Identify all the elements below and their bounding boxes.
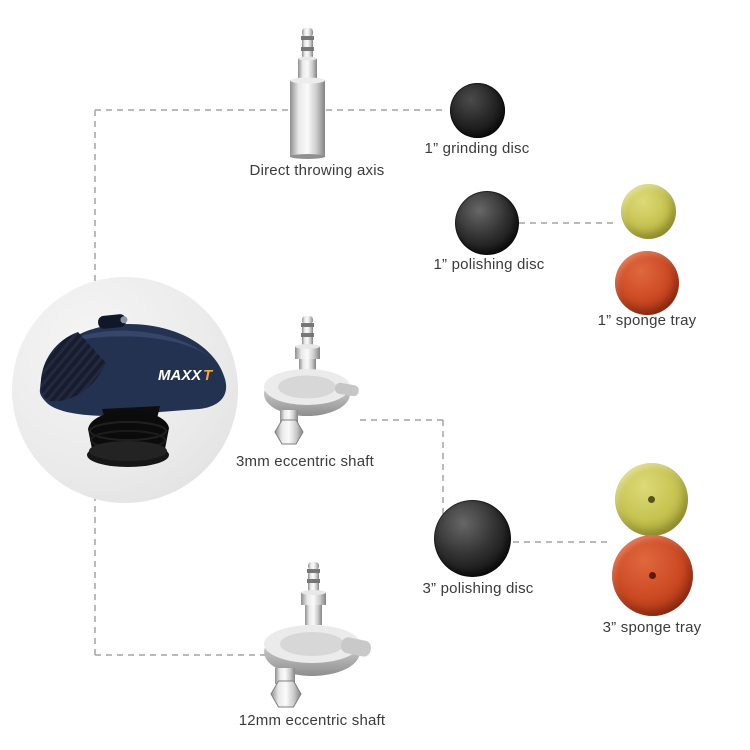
direct-throwing-axis-image [277, 25, 337, 160]
label-polishing-disc-3in: 3” polishing disc [422, 580, 534, 597]
eccentric-shaft-3mm-image [252, 314, 362, 452]
polishing-disc-3in-image [434, 500, 511, 577]
label-grinding-disc-1in: 1” grinding disc [424, 140, 530, 157]
eccentric-shaft-12mm-image [248, 560, 378, 710]
connector-3in-disc-elbow [360, 419, 444, 522]
label-direct-throwing-axis: Direct throwing axis [249, 162, 385, 179]
sponge-pad-red-3in [612, 535, 693, 616]
label-eccentric-shaft-3mm: 3mm eccentric shaft [235, 453, 374, 470]
brand-logo-text: MAXX [158, 367, 202, 384]
sponge-center-hole [648, 496, 655, 503]
sponge-center-hole [649, 572, 656, 579]
sponge-pad-red-1in [615, 251, 679, 315]
label-sponge-tray-3in: 3” sponge tray [602, 619, 702, 636]
sponge-pad-yellow-3in [615, 463, 688, 536]
polishing-disc-1in-image [455, 191, 519, 255]
polisher-tool-photo: MAXX T [12, 277, 238, 503]
label-polishing-disc-1in: 1” polishing disc [433, 256, 545, 273]
metal-shaft-art [290, 28, 325, 159]
label-sponge-tray-1in: 1” sponge tray [597, 312, 697, 329]
label-eccentric-shaft-12mm: 12mm eccentric shaft [238, 712, 386, 729]
polisher-tool-art: MAXX T [39, 314, 227, 467]
sponge-pad-yellow-1in [621, 184, 676, 239]
eccentric-shaft-12mm-art [264, 562, 372, 708]
eccentric-shaft-3mm-art [264, 316, 359, 445]
grinding-disc-1in-image [450, 83, 505, 138]
brand-logo-accent: T [203, 367, 214, 384]
